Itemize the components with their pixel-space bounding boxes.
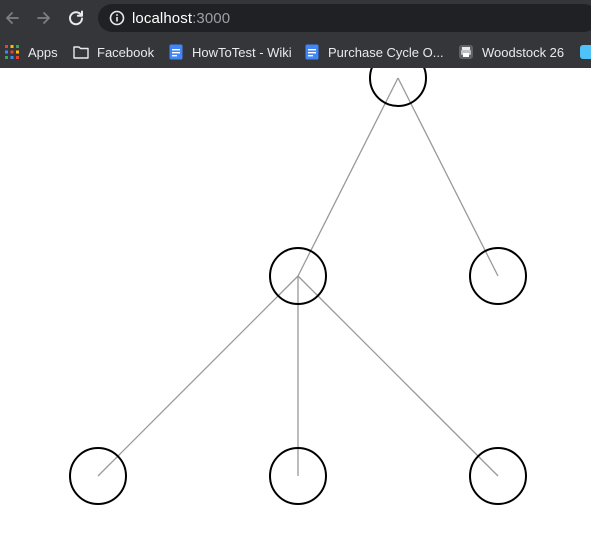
bookmark-label: HowToTest - Wiki [192,44,292,60]
forward-button[interactable] [32,6,56,30]
reload-icon [69,10,83,26]
tree-edge-root-a [297,77,399,277]
navigation-bar: localhost:3000 [0,0,591,36]
arrow-left-icon [6,12,19,24]
bookmark-label: Purchase Cycle O... [328,44,444,60]
tree-canvas [0,68,591,539]
document-icon [168,44,184,60]
address-bar[interactable]: localhost:3000 [98,4,591,32]
site-info-button[interactable] [108,9,126,27]
tree-node-a2 [269,447,327,505]
bookmark-woodstock-26[interactable]: Woodstock 26 [458,36,564,68]
bookmark-purchase-cycle[interactable]: Purchase Cycle O... [304,36,444,68]
bookmark-facebook[interactable]: Facebook [73,36,154,68]
arrow-right-icon [37,12,50,24]
folder-icon [73,44,89,60]
url-text: localhost:3000 [132,10,230,27]
tree-edge-root-b [397,77,499,277]
tree-edge-a-a1 [97,275,299,477]
app-icon [580,44,591,60]
url-port: :3000 [192,9,231,27]
bookmark-label: Facebook [97,44,155,60]
tree-node-a1 [69,447,127,505]
bookmark-label: Apps [28,44,58,60]
tree-edges [97,77,499,477]
tree-edge-a-a3 [297,275,499,477]
tree-node-a3 [469,447,527,505]
bookmark-overflow[interactable] [580,36,591,68]
apps-grid-icon [4,44,20,60]
printer-icon [458,44,474,60]
bookmarks-bar: Apps Facebook HowToTest - Wiki [0,36,591,68]
document-icon [304,44,320,60]
bookmark-apps[interactable]: Apps [4,36,58,68]
url-host: localhost [132,9,193,27]
info-icon [109,10,125,26]
tree-node-b [469,247,527,305]
reload-button[interactable] [64,6,88,30]
bookmark-label: Woodstock 26 [482,44,565,60]
back-button[interactable] [0,6,24,30]
tree-node-a [269,247,327,305]
bookmark-howtotest-wiki[interactable]: HowToTest - Wiki [168,36,292,68]
browser-chrome: localhost:3000 Apps [0,0,591,68]
